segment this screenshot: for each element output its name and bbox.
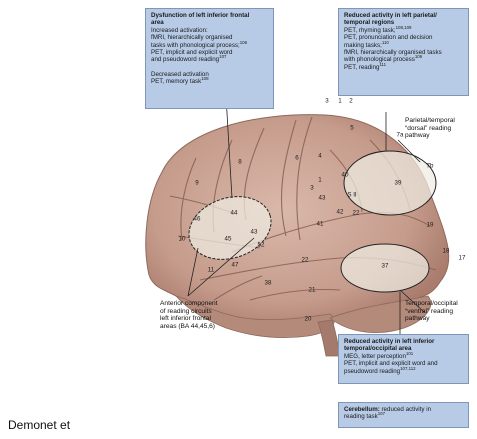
area-number: 6	[295, 155, 298, 162]
area-number: 10	[179, 236, 186, 243]
reference: 106	[240, 40, 247, 45]
area-number: 42	[337, 209, 344, 216]
reference: 107	[219, 54, 226, 59]
box-text: tasks with phonological process;	[151, 42, 240, 49]
label-line: areas (BA 44,45,6)	[160, 323, 218, 331]
area-number: 19	[427, 222, 434, 229]
citation-text: Demonet et	[8, 418, 70, 432]
box-text: reading task	[344, 413, 378, 420]
box-text: making tasks;	[344, 42, 382, 49]
area-number: 1	[338, 98, 341, 105]
area-number: 22	[353, 210, 360, 217]
area-number: 37	[382, 263, 389, 270]
reference: 110	[382, 40, 389, 45]
box-text: MEG, letter perception	[344, 353, 406, 360]
area-number: 40	[342, 172, 349, 179]
reference: 107	[378, 411, 385, 416]
area-number: 43	[251, 229, 258, 236]
frontal-dysfunction-box: Dysfunction of left inferior frontal are…	[145, 8, 274, 109]
area-number: 46	[194, 216, 201, 223]
area-number: 3	[310, 185, 313, 192]
area-number: 18	[443, 248, 450, 255]
area-number: 47	[232, 262, 239, 269]
area-number: 45	[225, 236, 232, 243]
area-number: 43	[319, 195, 326, 202]
brainstem-shape	[318, 320, 340, 356]
box-title: Reduced activity in left inferior	[344, 338, 463, 345]
area-number: 52	[258, 242, 265, 249]
box-text: PET, rhyming task;	[344, 27, 396, 34]
reference: 108,109	[396, 25, 412, 30]
label-line: of reading circuits	[160, 308, 218, 316]
label-line: pathway	[405, 315, 458, 323]
area-number: 1	[318, 177, 321, 184]
box-title: area	[151, 19, 268, 26]
box-text: fMRI, hierarchically organised	[151, 34, 268, 41]
label-line: Parietal/temporal	[405, 117, 455, 125]
area-number: 5	[350, 125, 353, 132]
box-text: PET, memory task	[151, 78, 201, 85]
box-title: temporal/occipital area	[344, 345, 463, 352]
reference: 101	[406, 351, 413, 356]
reference: 108	[201, 76, 208, 81]
area-number: 21	[309, 287, 316, 294]
label-line: “ventral” reading	[405, 308, 458, 316]
area-number: 20	[305, 316, 312, 323]
reference: 106	[415, 54, 422, 59]
ventral-pathway-label: Temporal/occipital “ventral” reading pat…	[405, 300, 458, 323]
label-line: “dorsal” reading	[405, 125, 455, 133]
area-number: 8	[238, 159, 241, 166]
area-number: 39	[395, 180, 402, 187]
area-number: 7b	[427, 163, 434, 170]
area-number: 22	[302, 257, 309, 264]
label-line: pathway	[405, 132, 455, 140]
area-number: 38	[265, 280, 272, 287]
cerebellum-box: Cerebellum: reduced activity in reading …	[338, 402, 469, 428]
reference: 107,112	[400, 366, 416, 371]
reference: 111	[379, 62, 386, 67]
box-title: Reduced activity in left parietal/	[344, 12, 463, 19]
anterior-component-label: Anterior component of reading circuits l…	[160, 300, 218, 330]
box-text: and pseudoword reading	[151, 56, 219, 63]
area-number: 7a	[397, 132, 404, 139]
area-number: 11	[208, 267, 214, 274]
box-text: PET, pronunciation and decision	[344, 34, 463, 41]
area-number: 41	[317, 221, 324, 228]
box-text: reduced activity in	[382, 406, 432, 413]
box-title: Cerebellum:	[344, 406, 380, 413]
box-text: PET, reading	[344, 64, 379, 71]
parietal-ellipse	[344, 151, 436, 215]
box-title: Dysfunction of left inferior frontal	[151, 12, 268, 19]
box-text: Increased activation:	[151, 27, 268, 34]
area-number: 4	[318, 153, 321, 160]
area-number: 17	[459, 255, 466, 262]
area-number: S II	[347, 192, 356, 199]
area-number: 2	[349, 98, 352, 105]
parietal-temporal-box: Reduced activity in left parietal/ tempo…	[338, 8, 469, 96]
area-number: 44	[231, 210, 238, 217]
dorsal-pathway-label: Parietal/temporal “dorsal” reading pathw…	[405, 117, 455, 140]
box-text: pseudoword reading	[344, 368, 400, 375]
label-line: left inferior frontal	[160, 315, 218, 323]
label-line: Temporal/occipital	[405, 300, 458, 308]
area-number: 3	[325, 98, 328, 105]
area-number: 9	[195, 180, 198, 187]
label-line: Anterior component	[160, 300, 218, 308]
inferior-temporal-occipital-box: Reduced activity in left inferior tempor…	[338, 334, 469, 384]
